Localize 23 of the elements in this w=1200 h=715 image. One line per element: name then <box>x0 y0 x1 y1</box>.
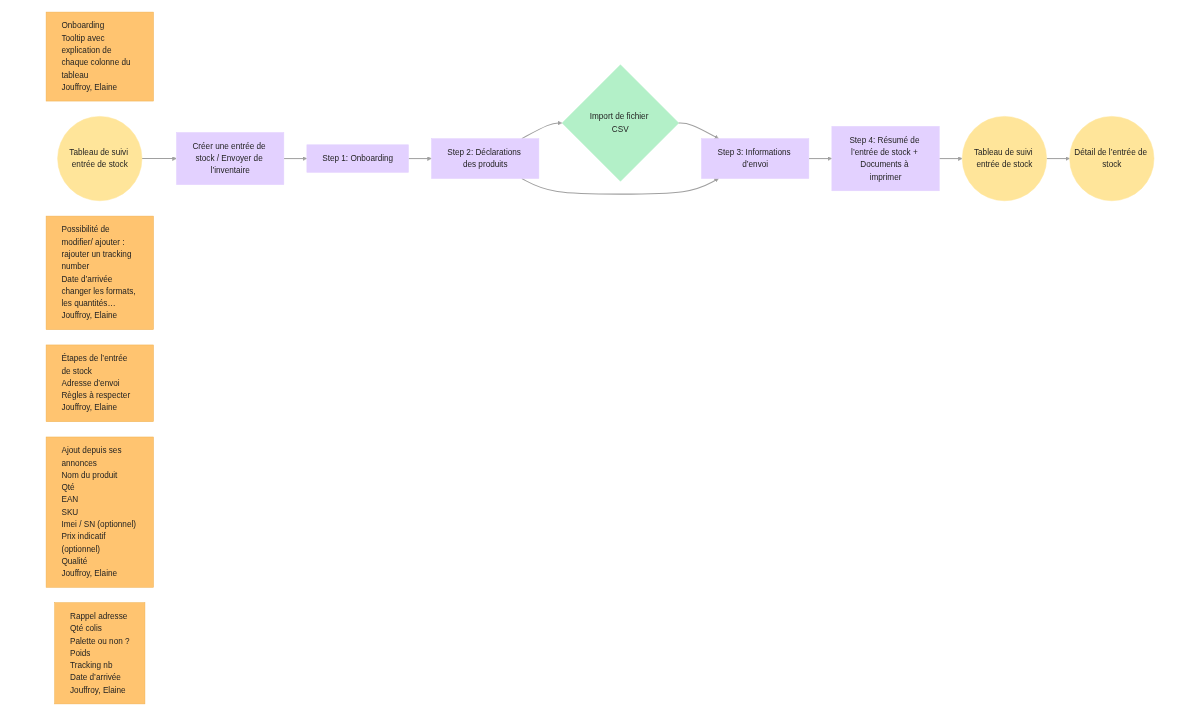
arrow <box>283 155 308 161</box>
node-box: Step 4: Résumé de l’entrée de stock + Documents à imprimer <box>831 125 940 191</box>
arrow <box>521 177 719 195</box>
node-box: Ajout depuis ses annonces Nom du produit Qté EAN SKU Imei / SN (optionnel) Prix indicatif (optionnel) Qualité Jouffroy, Elaine <box>45 436 154 588</box>
node-box: Step 2: Déclarations des produits <box>431 137 540 179</box>
node-box: Possibilité de modifier/ ajouter : rajouter un tracking number Date d’arrivée changer les formats, les quantités… Jouffroy, Elaine <box>45 215 154 330</box>
node-box: Étapes de l’entrée de stock Adresse d’envoi Règles à respecter Jouffroy, Elaine <box>45 344 154 422</box>
node-circle: Tableau de suivi entrée de stock <box>57 115 143 201</box>
arrow <box>141 155 177 161</box>
node-diamond: Import de fichier CSV <box>561 64 679 182</box>
arrow <box>521 120 563 139</box>
arrow <box>407 155 432 161</box>
arrow <box>938 155 963 161</box>
node-box: Onboarding Tooltip avec explication de chaque colonne du tableau Jouffroy, Elaine <box>45 11 154 101</box>
node-box: Step 3: Informations d’envoi <box>701 137 810 179</box>
node-circle: Tableau de suivi entrée de stock <box>961 115 1047 201</box>
node-box: Step 1: Onboarding <box>306 144 409 173</box>
node-box: Créer une entrée de stock / Envoyer de l’inventaire <box>176 131 285 185</box>
arrow <box>808 155 832 161</box>
arrow <box>677 122 719 139</box>
arrow <box>1046 155 1070 161</box>
node-circle: Détail de l’entrée de stock <box>1069 115 1155 201</box>
node-box: Rappel adresse Qté colis Palette ou non ? Poids Tracking nb Date d’arrivée Jouffroy, Elaine <box>54 601 146 704</box>
